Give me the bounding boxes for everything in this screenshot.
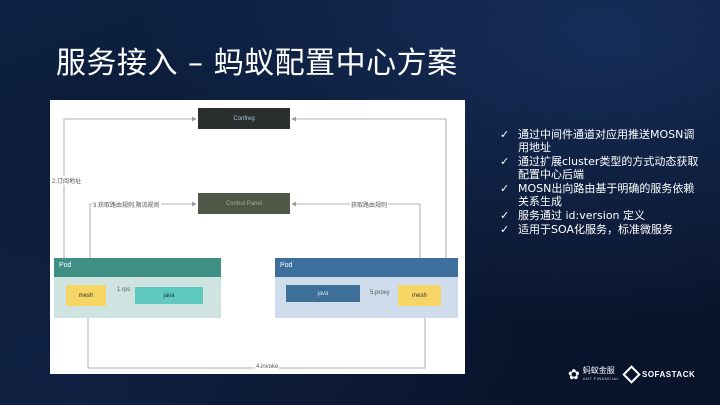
ant-logo-text: 蚂蚁金服 — [582, 365, 615, 375]
checkmark-icon: ✓ — [500, 209, 510, 222]
ant-logo-subtext: ANT FINANCIAL — [582, 375, 620, 381]
checkmark-icon: ✓ — [500, 223, 510, 236]
checkmark-icon: ✓ — [500, 155, 510, 168]
bullet-item: ✓ 服务通过 id:version 定义 — [500, 209, 700, 222]
java-left-node: java — [135, 287, 203, 304]
ant-icon: ✿ — [568, 366, 580, 382]
pod-right-header: Pod — [275, 258, 458, 277]
bullet-text: 服务通过 id:version 定义 — [518, 209, 646, 222]
bullet-text: 适用于SOA化服务，标准微服务 — [518, 223, 673, 236]
architecture-diagram: Confreg Control Panel Pod Pod mesh java … — [50, 100, 465, 374]
edge-get-rules-right — [291, 201, 421, 283]
bullet-text: 通过扩展cluster类型的方式动态获取配置中心后端 — [518, 155, 699, 181]
edge-label-get-rules-left: 3.获取路由规则,限流规则 — [92, 200, 161, 209]
confreg-node: Confreg — [198, 108, 290, 129]
sofastack-logo-text: SOFASTACK — [642, 370, 696, 379]
bullet-item: ✓ 通过扩展cluster类型的方式动态获取配置中心后端 — [500, 155, 700, 181]
mesh-right-node: mesh — [398, 285, 441, 306]
pod-left-header: Pod — [54, 258, 221, 277]
mesh-left-node: mesh — [66, 285, 106, 306]
bullet-item: ✓ 适用于SOA化服务，标准微服务 — [500, 223, 700, 236]
control-panel-node: Control Panel — [198, 193, 290, 214]
bullet-text: MOSN出向路由基于明确的服务依赖关系生成 — [518, 182, 695, 208]
diagram-edges — [63, 116, 447, 369]
sofastack-icon — [622, 365, 641, 384]
sofastack-logo: SOFASTACK — [622, 365, 696, 384]
checkmark-icon: ✓ — [500, 182, 510, 195]
ant-financial-logo: ✿ 蚂蚁金服 ANT FINANCIAL — [568, 366, 619, 383]
edge-subscribe — [63, 116, 197, 296]
edge-label-subscribe: 2.订阅地址 — [51, 176, 83, 185]
bullet-text: 通过中间件通道对应用推送MOSN调用地址 — [518, 128, 695, 154]
edge-label-rpc: 1.rpc — [117, 287, 131, 293]
slide-title: 服务接入 – 蚂蚁配置中心方案 — [56, 46, 458, 81]
edge-label-get-rules-right: 获取路由规则 — [350, 200, 389, 209]
java-right-node: java — [286, 285, 360, 302]
bullet-list: ✓ 通过中间件通道对应用推送MOSN调用地址 ✓ 通过扩展cluster类型的方式动… — [500, 128, 700, 237]
bullet-item: ✓ MOSN出向路由基于明确的服务依赖关系生成 — [500, 182, 700, 208]
edge-label-invoke: 4.invoke — [255, 364, 280, 370]
bullet-item: ✓ 通过中间件通道对应用推送MOSN调用地址 — [500, 128, 700, 154]
edge-confreg-right — [291, 116, 447, 296]
edge-label-proxy: 5.proxy — [370, 290, 390, 296]
checkmark-icon: ✓ — [500, 128, 510, 141]
